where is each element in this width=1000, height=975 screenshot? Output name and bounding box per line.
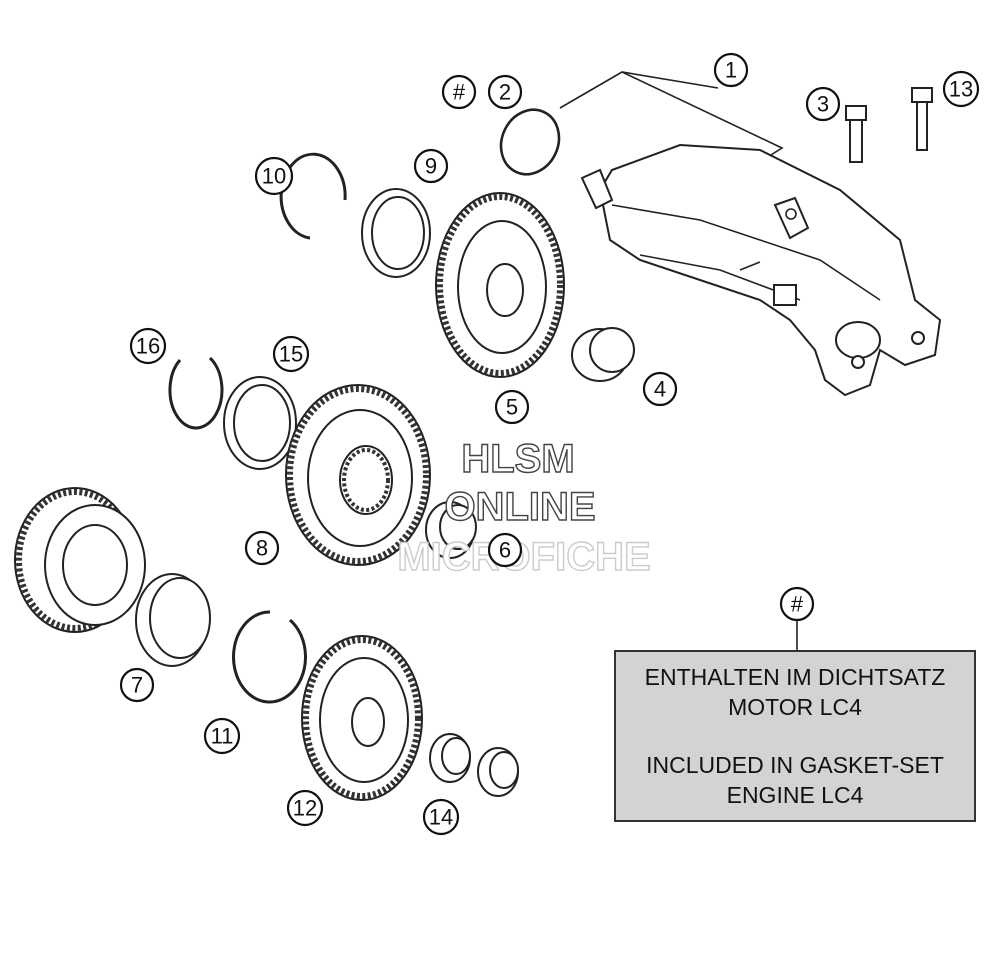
note-en-line2: ENGINE LC4: [726, 782, 864, 808]
helical-gear: [14, 487, 146, 633]
callout-11: 11: [203, 717, 241, 755]
svg-text:2: 2: [499, 80, 511, 105]
callout-16: 16: [129, 327, 167, 365]
svg-text:5: 5: [506, 395, 518, 420]
callout-12: 12: [286, 789, 324, 827]
note-en-line1: INCLUDED IN GASKET-SET: [646, 752, 944, 778]
callout-1: 1: [713, 52, 749, 88]
watermark-line1: HLSM: [461, 437, 574, 481]
callout-5: 5: [494, 389, 530, 425]
gear-part-5: [435, 192, 565, 378]
gear-part-8: [285, 384, 431, 566]
gasket-set-note: ENTHALTEN IM DICHTSATZ MOTOR LC4 INCLUDE…: [614, 650, 976, 822]
bolt-part-13: [911, 87, 933, 151]
watermark-line3: MICROFICHE: [397, 535, 650, 579]
callout-2: 2: [487, 74, 523, 110]
circlip-part-10: [279, 152, 347, 240]
svg-text:16: 16: [136, 334, 160, 359]
washer-part-15: [223, 376, 297, 470]
callout-3: 3: [805, 86, 841, 122]
svg-text:#: #: [791, 592, 804, 617]
svg-text:15: 15: [279, 342, 303, 367]
note-de-line2: MOTOR LC4: [728, 694, 862, 720]
callout-14: 14: [422, 798, 460, 836]
bearing-part-7: [135, 573, 211, 667]
svg-text:9: 9: [425, 154, 437, 179]
svg-text:11: 11: [211, 724, 234, 749]
callout-13: 13: [942, 70, 980, 108]
svg-text:1: 1: [725, 58, 737, 83]
callout-7: 7: [119, 667, 155, 703]
callout-hash-top: #: [441, 74, 477, 110]
svg-text:13: 13: [949, 77, 973, 102]
callout-15: 15: [272, 335, 310, 373]
washer-part-9: [361, 188, 431, 278]
starter-motor: [580, 143, 942, 397]
svg-text:6: 6: [499, 538, 511, 563]
svg-text:14: 14: [429, 805, 453, 830]
watermark-line2: ONLINE: [444, 485, 595, 529]
callout-10: 10: [254, 156, 294, 196]
callout-4: 4: [642, 371, 678, 407]
callout-6: 6: [487, 532, 523, 568]
callout-9: 9: [413, 148, 449, 184]
svg-text:3: 3: [817, 92, 829, 117]
svg-text:12: 12: [293, 796, 317, 821]
bolt-part-3: [845, 105, 867, 163]
bearing-part-4: [571, 327, 635, 382]
o-ring: [499, 108, 561, 176]
callout-8: 8: [244, 530, 280, 566]
svg-text:4: 4: [654, 377, 666, 402]
svg-text:10: 10: [262, 164, 286, 189]
svg-text:#: #: [453, 80, 466, 105]
circlip-part-11: [232, 610, 307, 704]
svg-text:8: 8: [256, 536, 268, 561]
svg-text:7: 7: [131, 673, 143, 698]
bearing-part-6: [425, 501, 477, 559]
bearing-part-14: [429, 733, 519, 797]
note-de-line1: ENTHALTEN IM DICHTSATZ: [644, 664, 946, 690]
gear-part-12: [301, 635, 423, 801]
watermark: HLSM ONLINE MICROFICHE: [397, 436, 652, 579]
callout-hash-note: #: [779, 586, 815, 622]
circlip-part-16: [168, 356, 224, 430]
